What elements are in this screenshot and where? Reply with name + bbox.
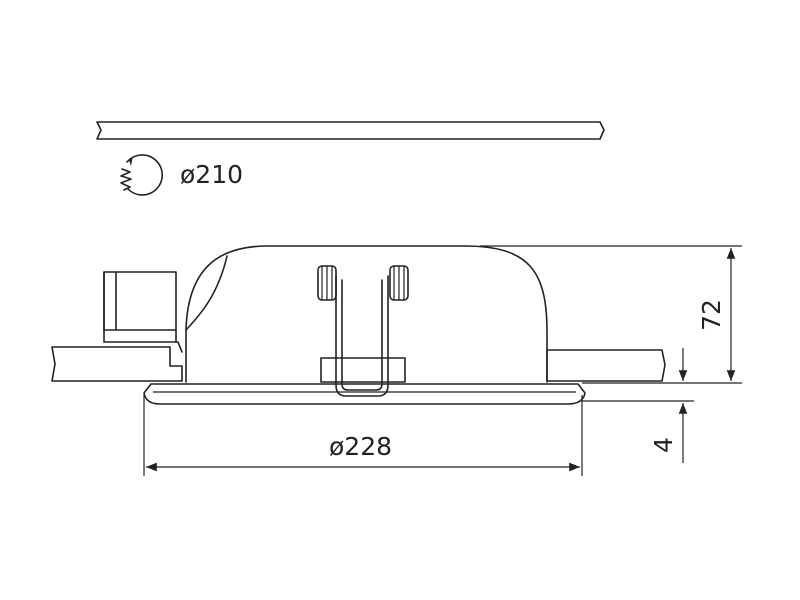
outer-diameter-dimension: [143, 395, 583, 476]
outer-diameter-label: ø228: [329, 432, 392, 461]
cutout-diameter-label: ø210: [180, 160, 243, 189]
ceiling-plate-top: [96, 121, 605, 140]
dome-housing: [185, 245, 548, 383]
ceiling-section-left: [51, 346, 183, 382]
rim-thickness-label: 4: [649, 437, 678, 453]
spring-clip: [317, 265, 409, 397]
hole-saw-icon: [120, 154, 164, 196]
height-label: 72: [697, 299, 726, 331]
rim-thickness-dimension: [582, 348, 694, 463]
ceiling-section-right: [546, 349, 666, 382]
height-dimension: [480, 245, 742, 384]
trim-ring: [143, 383, 586, 405]
terminal-block: [103, 271, 183, 353]
